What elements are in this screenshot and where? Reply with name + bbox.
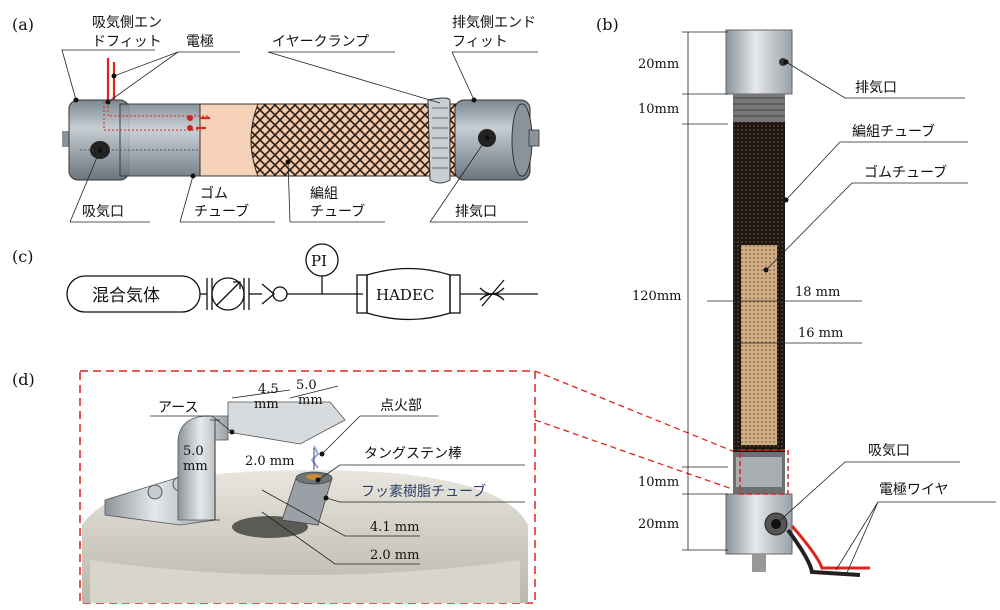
label-hadec: HADEC bbox=[376, 286, 434, 304]
dim-tube-diameter: 4.1 mm bbox=[370, 520, 419, 535]
dim-body: 120mm bbox=[632, 289, 681, 304]
braided-tube-a bbox=[250, 103, 471, 177]
electrode-wire-red bbox=[790, 525, 870, 570]
electrode-wires bbox=[106, 58, 116, 100]
label-electrode: 電極 bbox=[186, 34, 214, 50]
label-pi: PI bbox=[311, 252, 327, 270]
dim-thread: 10mm bbox=[638, 102, 679, 117]
label-tungsten-rod: タングステン棒 bbox=[364, 446, 462, 462]
screw-1 bbox=[147, 484, 163, 500]
label-rubber-tube-2: チューブ bbox=[194, 203, 249, 220]
label-inlet-a: 吸気口 bbox=[82, 204, 124, 220]
dim-width-a-1: 4.5 bbox=[258, 382, 279, 397]
dim-height-2: mm bbox=[183, 459, 208, 474]
electrode-wire-black bbox=[786, 528, 861, 577]
inlet-nozzle-left bbox=[62, 131, 70, 147]
label-ground: アース bbox=[158, 400, 198, 416]
panel-c-label: (c) bbox=[12, 247, 33, 266]
check-valve-symbol bbox=[261, 283, 276, 305]
label-outlet-end-fitting-2: フィット bbox=[452, 34, 508, 50]
dim-height-1: 5.0 bbox=[183, 444, 204, 459]
label-outlet-b: 排気口 bbox=[855, 80, 897, 96]
zoom-box-b bbox=[739, 449, 789, 495]
pressure-indicator bbox=[305, 243, 339, 277]
ground-electrode-top bbox=[227, 401, 346, 445]
panel-a: (a) 吸気側エン ドフィット 電極 イヤークラ bbox=[12, 15, 540, 223]
outlet-nozzle-right bbox=[528, 129, 540, 147]
dim-outer-diameter: 18 mm bbox=[795, 285, 840, 300]
spark bbox=[310, 445, 320, 469]
panel-c: (c) 混合気体 PI HADEC bbox=[12, 243, 538, 321]
panel-b: (b) 20mm 10mm 120mm 10mm 20mm 18 mm 16 m… bbox=[596, 15, 996, 577]
dim-rod-diameter: 2.0 mm bbox=[370, 548, 419, 563]
panel-d: (d) 4.5 mm 5.0 mm 5.0 mm 2.0 mm アース 点火部 bbox=[12, 370, 536, 604]
panel-b-label: (b) bbox=[596, 15, 619, 34]
ground-bracket bbox=[177, 415, 229, 521]
label-inlet-end-fitting-2: ドフィット bbox=[92, 34, 162, 50]
label-outlet-a: 排気口 bbox=[455, 204, 497, 220]
label-electrode-wire: 電極ワイヤ bbox=[879, 482, 949, 498]
panel-a-label: (a) bbox=[12, 15, 34, 34]
panel-d-label: (d) bbox=[12, 370, 35, 389]
label-braided-tube-2: チューブ bbox=[310, 203, 365, 220]
dim-inner-diameter: 16 mm bbox=[798, 326, 843, 341]
label-inlet-end-fitting-1: 吸気側エン bbox=[92, 15, 162, 31]
dim-gap: 2.0 mm bbox=[245, 454, 294, 469]
label-rubber-tube-b: ゴムチューブ bbox=[864, 164, 947, 181]
port-hole bbox=[232, 516, 308, 538]
dim-bottom: 20mm bbox=[638, 517, 679, 532]
label-braided-tube-1: 編組 bbox=[310, 186, 338, 202]
rubber-tube-b bbox=[741, 245, 777, 445]
label-fluororesin-tube: フッ素樹脂チューブ bbox=[361, 483, 486, 500]
inlet-sleeve bbox=[119, 103, 206, 177]
label-ear-clamp: イヤークランプ bbox=[272, 34, 369, 50]
dim-width-b-1: 5.0 bbox=[296, 378, 317, 393]
dim-width-a-2: mm bbox=[254, 397, 279, 412]
label-outlet-end-fitting-1: 排気側エンド bbox=[452, 15, 536, 31]
dim-top: 20mm bbox=[638, 57, 679, 72]
zoom-connectors bbox=[534, 370, 736, 491]
label-inlet-b: 吸気口 bbox=[868, 443, 910, 459]
label-rubber-tube-1: ゴム bbox=[200, 185, 228, 202]
ear-clamp bbox=[427, 97, 451, 184]
dim-lower-thread: 10mm bbox=[638, 475, 679, 490]
label-braided-tube-b: 編組チューブ bbox=[852, 123, 935, 140]
label-ignition: 点火部 bbox=[380, 398, 422, 414]
dim-width-b-2: mm bbox=[298, 393, 323, 408]
thread-top bbox=[733, 94, 785, 122]
label-mixed-gas: 混合気体 bbox=[92, 286, 160, 306]
